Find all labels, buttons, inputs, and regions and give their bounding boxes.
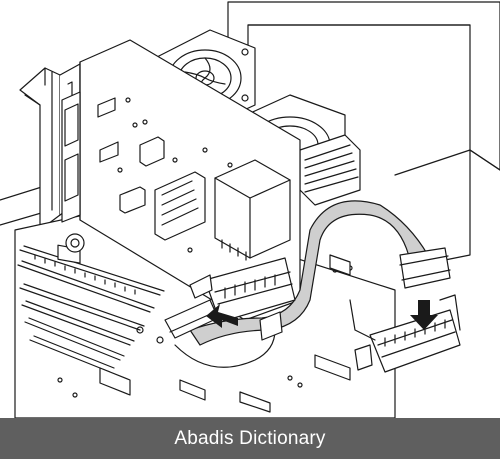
- card-connector: [189, 257, 296, 341]
- arrow-down: [410, 300, 438, 330]
- caption-bar: Abadis Dictionary: [0, 418, 500, 459]
- expansion-card: [61, 39, 301, 321]
- arrow-left: [206, 304, 238, 328]
- caption-text: Abadis Dictionary: [174, 427, 326, 449]
- illustration: [0, 0, 500, 418]
- ribbon-cable: [164, 200, 451, 368]
